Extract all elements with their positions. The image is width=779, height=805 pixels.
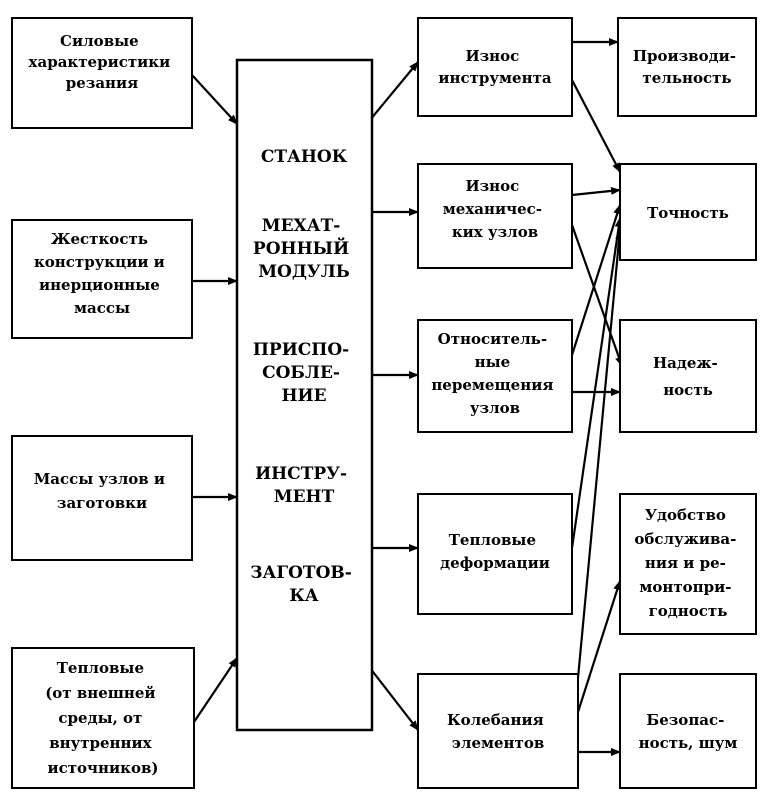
arrow-system-to-tool-wear: [369, 61, 419, 121]
input-thermal-sources-label: Тепловые (от внешней среды, от внутренни…: [45, 659, 161, 777]
outcome-safety-noise: Безопас- ность, шум: [619, 673, 757, 789]
effect-thermal-deformation-label: Тепловые деформации: [440, 531, 550, 572]
arrow-mechanical-wear-to-reliability: [570, 224, 624, 367]
effect-relative-displacement-label: Относитель- ные перемещения узлов: [431, 330, 558, 417]
input-masses-label: Массы узлов и заготовки: [34, 470, 171, 512]
arrow-vibration-to-maintainability: [576, 580, 622, 713]
arrow-mechanical-wear-to-accuracy: [571, 186, 621, 197]
outcome-maintainability-label: Удобство обслужива- ния и ре- монтопри- …: [634, 506, 741, 620]
outcome-accuracy-label: Точность: [647, 204, 729, 222]
effect-mechanical-wear: Износ механичес- ких узлов: [417, 163, 573, 269]
system-box: СТАНОК МЕХАТ- РОННЫЙ МОДУЛЬ ПРИСПО- СОБЛ…: [235, 58, 374, 732]
input-rigidity: Жесткость конструкции и инерционные масс…: [11, 219, 193, 339]
effect-vibration: Колебания элементов: [417, 673, 579, 789]
component-workpiece-label: ЗАГОТОВ- КА: [250, 563, 357, 606]
effect-tool-wear: Износ инструмента: [417, 17, 573, 117]
outcome-productivity-label: Производи- тельность: [633, 47, 741, 87]
effect-tool-wear-label: Износ инструмента: [438, 47, 551, 87]
component-mechatronic-module-label: МЕХАТ- РОННЫЙ МОДУЛЬ: [253, 216, 355, 282]
component-tool-label: ИНСТРУ- МЕНТ: [255, 464, 353, 507]
arrow-thermal-sources-to-system: [193, 657, 238, 723]
outcome-safety-noise-label: Безопас- ность, шум: [639, 711, 738, 752]
effect-relative-displacement: Относитель- ные перемещения узлов: [417, 319, 573, 433]
input-rigidity-label: Жесткость конструкции и инерционные масс…: [34, 230, 170, 317]
outcome-reliability: Надеж- ность: [619, 319, 757, 433]
arrow-thermal-deformation-to-accuracy: [570, 217, 623, 549]
outcome-accuracy: Точность: [619, 163, 757, 261]
arrow-tool-wear-to-accuracy: [571, 79, 621, 173]
component-fixture-label: ПРИСПО- СОБЛЕ- НИЕ: [253, 340, 355, 406]
arrow-system-to-vibration: [369, 667, 419, 731]
outcome-productivity: Производи- тельность: [617, 17, 757, 117]
arrow-vibration-to-accuracy: [576, 229, 624, 679]
arrow-cutting-forces-to-system: [191, 74, 238, 125]
outcome-maintainability: Удобство обслужива- ния и ре- монтопри- …: [619, 493, 757, 635]
outcome-reliability-label: Надеж- ность: [653, 354, 723, 399]
input-cutting-forces: Силовые характеристики резания: [11, 17, 193, 129]
effect-thermal-deformation: Тепловые деформации: [417, 493, 573, 615]
effect-vibration-label: Колебания элементов: [447, 711, 549, 752]
arrow-relative-displacement-to-accuracy: [570, 204, 622, 356]
connection-arrows: [191, 38, 624, 756]
input-masses: Массы узлов и заготовки: [11, 435, 193, 561]
component-machine-label: СТАНОК: [261, 147, 348, 167]
effect-mechanical-wear-label: Износ механичес- ких узлов: [443, 177, 547, 241]
input-thermal-sources: Тепловые (от внешней среды, от внутренни…: [11, 647, 195, 789]
input-cutting-forces-label: Силовые характеристики резания: [29, 32, 176, 92]
